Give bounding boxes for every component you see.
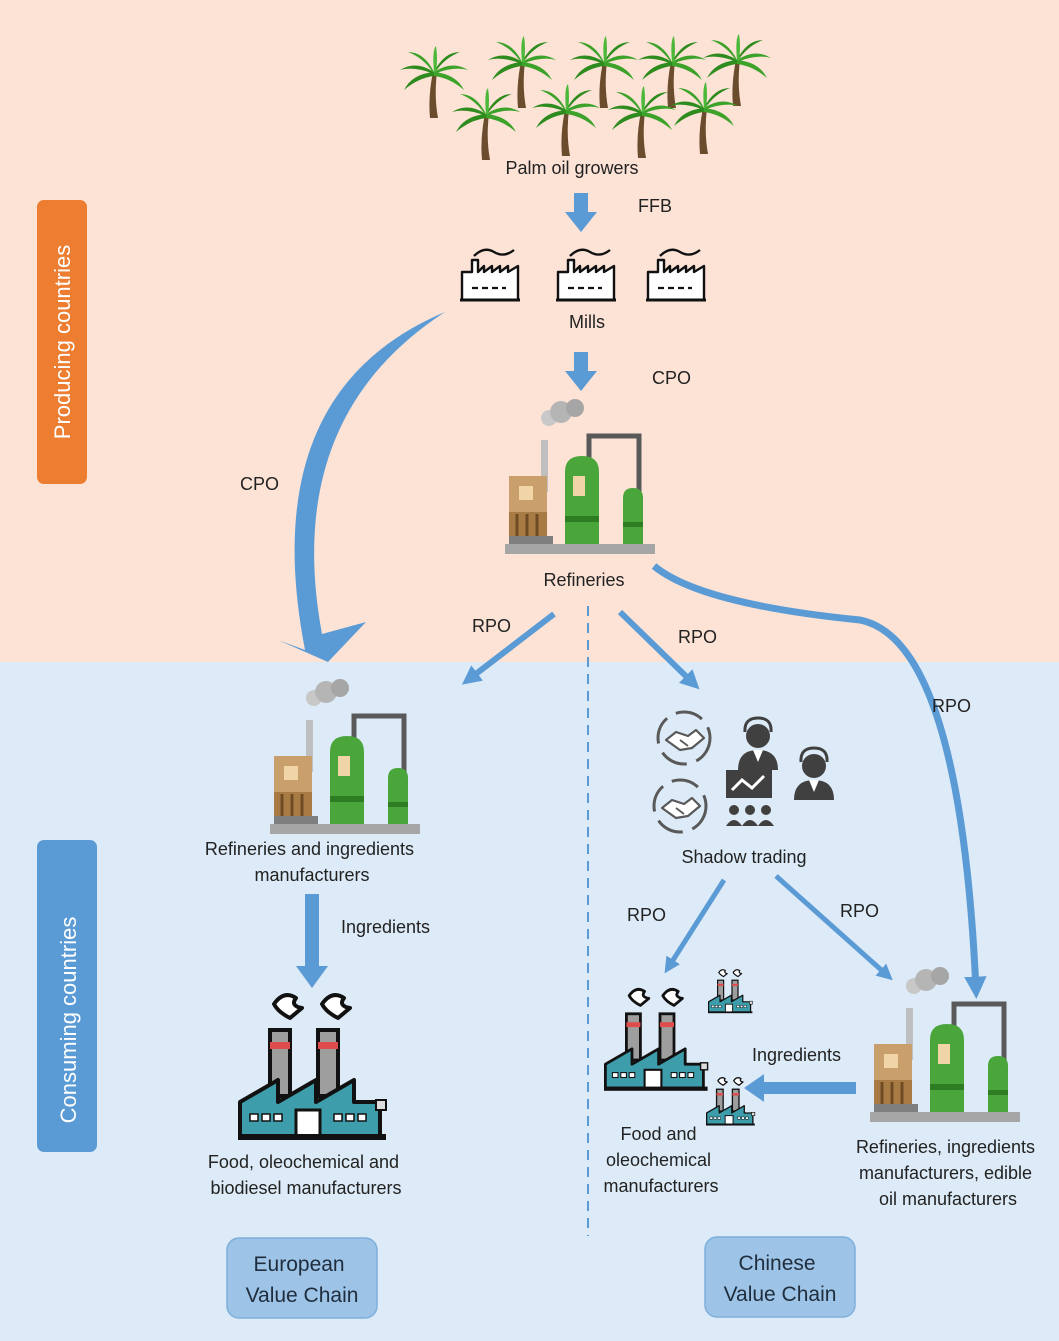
cpo-curve-label: CPO: [240, 474, 279, 494]
ffb-label: FFB: [638, 196, 672, 216]
eu-food-label: Food, oleochemical and biodiesel manufac…: [208, 1152, 404, 1198]
chinese-value-chain-box: Chinese Value Chain: [704, 1236, 856, 1318]
rpo-mid-arrow: [617, 609, 700, 690]
consuming-countries-tag: Consuming countries: [37, 840, 97, 1152]
cpo-down-arrow: [565, 352, 597, 391]
cn-food-label: Food and oleochemical manufacturers: [603, 1124, 718, 1196]
refineries-label: Refineries: [543, 570, 624, 590]
rpo-shadow-right-label: RPO: [840, 901, 879, 921]
shadow-trading-icon: [652, 710, 836, 834]
producing-countries-tag: Producing countries: [37, 200, 87, 484]
rpo-right-label: RPO: [932, 696, 971, 716]
chinese-value-chain-label: Chinese Value Chain: [724, 1252, 837, 1306]
rpo-left-arrow: [461, 611, 556, 685]
rpo-shadow-right-arrow: [774, 874, 893, 981]
rpo-right-curve-arrow: [651, 563, 987, 999]
rpo-shadow-left-label: RPO: [627, 905, 666, 925]
consuming-region: [0, 662, 1059, 1341]
consuming-countries-label: Consuming countries: [56, 917, 81, 1124]
shadow-trading-label: Shadow trading: [681, 847, 806, 867]
producing-region: [0, 0, 1059, 662]
ffb-arrow: [565, 193, 597, 232]
producing-countries-label: Producing countries: [50, 245, 75, 439]
european-value-chain-label: European Value Chain: [246, 1253, 359, 1307]
rpo-left-label: RPO: [472, 616, 511, 636]
cn-ingredients-arrow: [744, 1074, 856, 1102]
european-value-chain-box: European Value Chain: [226, 1237, 378, 1319]
eu-refineries-label: Refineries and ingredients manufacturers: [205, 839, 419, 885]
rpo-mid-label: RPO: [678, 627, 717, 647]
cn-refineries-label: Refineries, ingredients manufacturers, e…: [856, 1137, 1040, 1209]
eu-ingredients-label: Ingredients: [341, 917, 430, 937]
cpo-mills-label: CPO: [652, 368, 691, 388]
rpo-shadow-left-arrow: [664, 878, 727, 974]
cpo-curved-arrow: [278, 312, 445, 662]
mills-label: Mills: [569, 312, 605, 332]
cn-ingredients-label: Ingredients: [752, 1045, 841, 1065]
palm-oil-growers-label: Palm oil growers: [505, 158, 638, 178]
eu-ingredients-arrow: [296, 894, 328, 988]
